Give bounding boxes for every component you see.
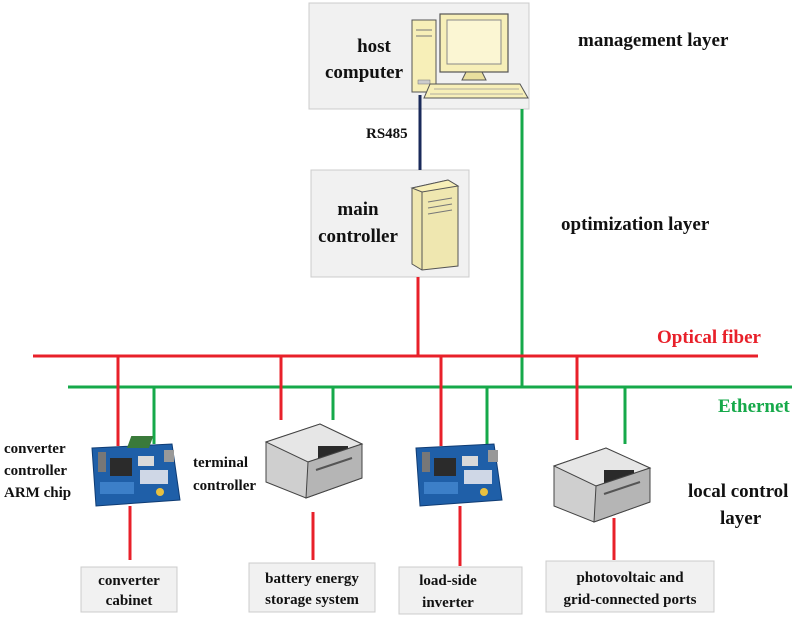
arm-label-line3: ARM chip bbox=[4, 485, 71, 501]
terminal-label-line2: controller bbox=[193, 478, 256, 494]
host-computer-node: host computer bbox=[308, 2, 530, 110]
main-controller-label-line1: main bbox=[337, 199, 379, 220]
converter-cabinet-line2: cabinet bbox=[106, 593, 153, 609]
converter-cabinet-node: converter cabinet bbox=[80, 566, 178, 613]
circuit-board-icon bbox=[415, 443, 503, 507]
controller-chassis-icon bbox=[552, 447, 652, 523]
battery-line2: storage system bbox=[265, 592, 359, 608]
host-label-line1: host bbox=[357, 36, 391, 57]
circuit-board-icon bbox=[91, 443, 181, 507]
host-label-line2: computer bbox=[325, 62, 404, 83]
optical-fiber-label: Optical fiber bbox=[657, 327, 762, 348]
pv-line1: photovoltaic and bbox=[576, 570, 684, 586]
controller-chassis-icon bbox=[126, 423, 364, 499]
battery-storage-node: battery energy storage system bbox=[248, 562, 376, 613]
local-control-layer-label-line1: local control bbox=[688, 481, 788, 502]
desktop-computer-icon bbox=[411, 13, 529, 99]
battery-line1: battery energy bbox=[265, 571, 359, 587]
local-control-layer-label-line2: layer bbox=[720, 508, 762, 529]
lower-links bbox=[128, 506, 616, 566]
ethernet-label: Ethernet bbox=[718, 396, 790, 417]
arm-label-line2: controller bbox=[4, 463, 67, 479]
pv-grid-ports-node: photovoltaic and grid-connected ports bbox=[545, 560, 715, 613]
inverter-line2: inverter bbox=[422, 595, 474, 611]
rs485-label: RS485 bbox=[366, 126, 408, 142]
main-controller-node: main controller bbox=[310, 169, 470, 278]
arm-label-line1: converter bbox=[4, 441, 66, 457]
pv-controller-device bbox=[552, 447, 652, 523]
pv-line2: grid-connected ports bbox=[564, 592, 697, 608]
bus-drops bbox=[116, 356, 627, 446]
terminal-controller-device: terminal controller bbox=[126, 423, 364, 499]
management-layer-label: management layer bbox=[578, 30, 729, 51]
converter-cabinet-line1: converter bbox=[98, 573, 160, 589]
converter-controller-board: converter controller ARM chip bbox=[4, 441, 181, 507]
server-tower-icon bbox=[410, 179, 460, 271]
inverter-controller-board bbox=[415, 443, 503, 507]
main-controller-label-line2: controller bbox=[318, 226, 398, 247]
load-side-inverter-node: load-side inverter bbox=[398, 566, 523, 615]
optimization-layer-label: optimization layer bbox=[561, 214, 710, 235]
inverter-line1: load-side bbox=[419, 573, 477, 589]
terminal-label-line1: terminal bbox=[193, 455, 248, 471]
